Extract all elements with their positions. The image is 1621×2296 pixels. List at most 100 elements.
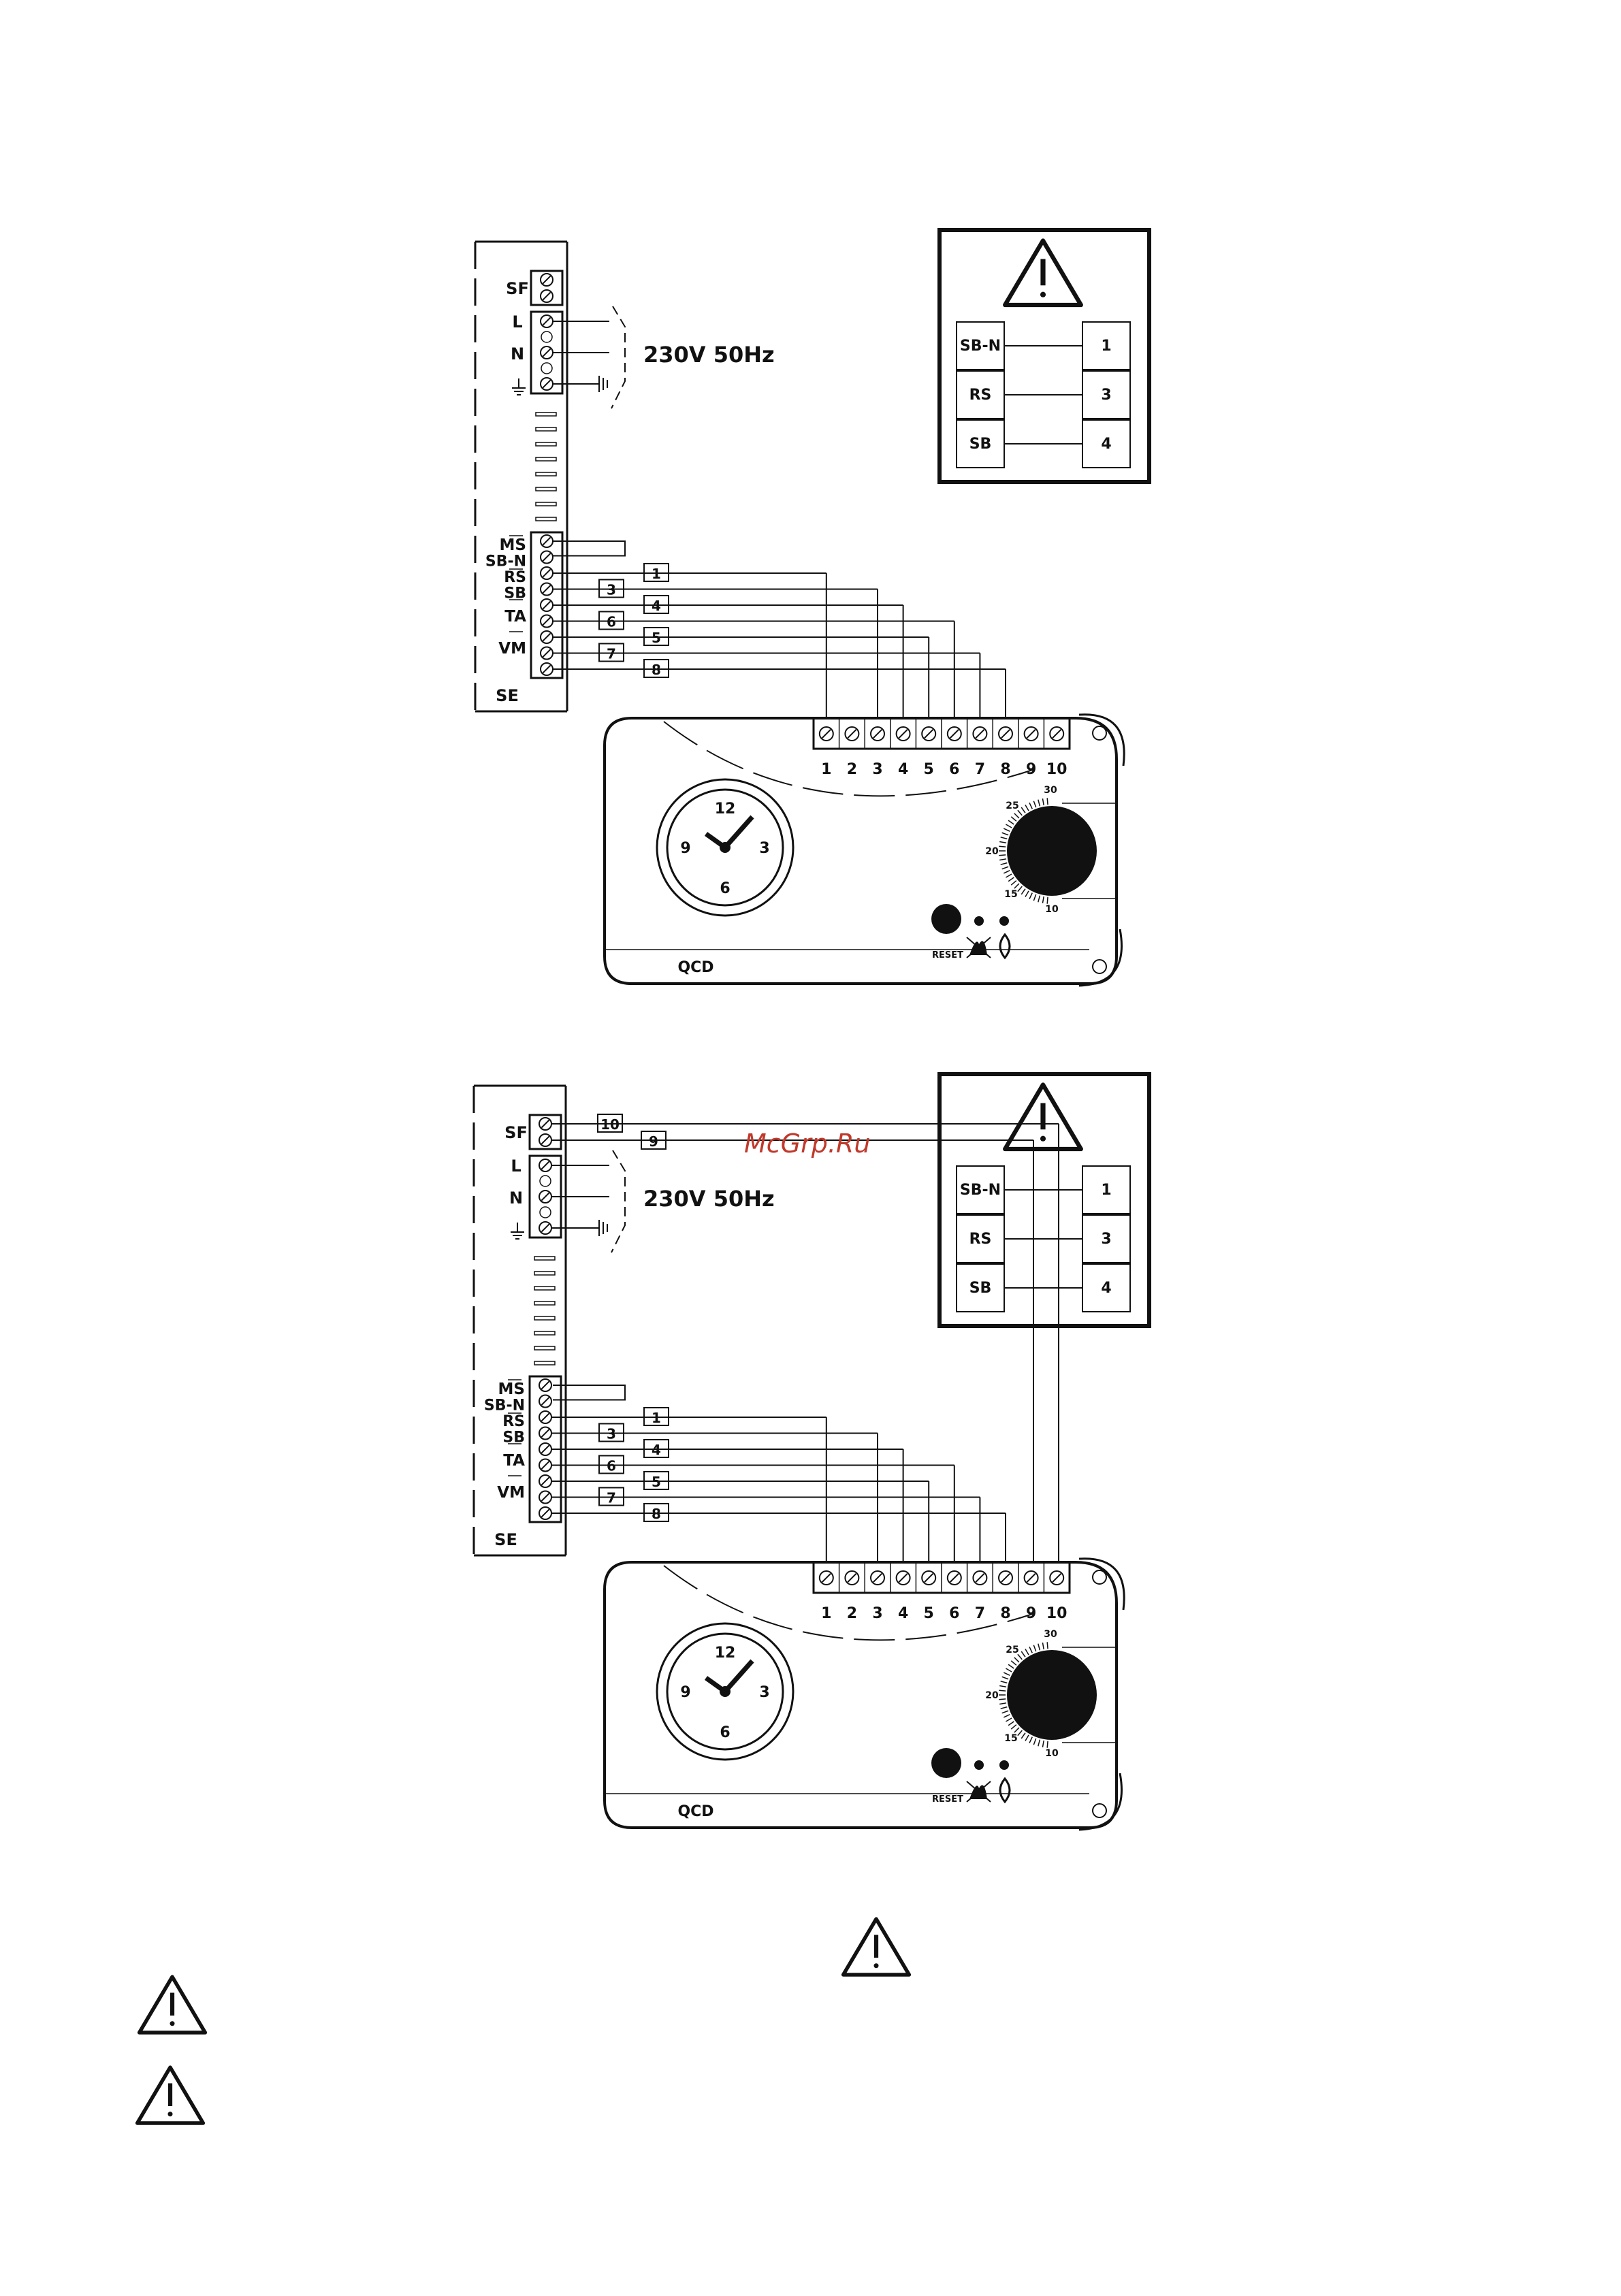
qcd-terminal-number: 8 (1000, 1605, 1010, 1622)
sf-label: SF (504, 1123, 528, 1142)
ms-jumper (553, 1385, 625, 1400)
wire-number-10: 10 (600, 1116, 620, 1133)
qcd-terminal-number: 6 (949, 1605, 959, 1622)
qcd-terminal-number: 4 (898, 1605, 908, 1622)
qcd-terminal-number: 10 (1046, 761, 1068, 778)
dial-scale-15: 15 (1004, 889, 1017, 900)
sf-label: SF (506, 279, 529, 298)
wire-number-6: 6 (607, 1458, 616, 1474)
dial-tick (1047, 1741, 1048, 1748)
unused-slot (534, 1346, 555, 1350)
led-flame (999, 916, 1009, 926)
warning-icon (138, 2067, 204, 2123)
se-label: SE (496, 686, 519, 705)
wire-number-3: 3 (607, 1426, 616, 1442)
qcd-terminal-number: 1 (821, 1605, 831, 1622)
earth-plug-symbol (599, 1220, 607, 1236)
warning-dot (873, 1963, 878, 1968)
mains-voltage-label: 230V 50Hz (643, 1186, 775, 1212)
wire-number-9: 9 (649, 1133, 658, 1150)
terminal-unused (540, 1207, 551, 1218)
terminal-label-n: N (509, 1189, 523, 1208)
wire-number-1: 1 (652, 1410, 661, 1426)
warning-row-label: SB-N (960, 1182, 1001, 1199)
terminal-label-ta: TA (503, 1452, 525, 1470)
warning-row-label: SB (969, 1280, 992, 1297)
unused-slot (534, 1272, 555, 1275)
clock-number-6: 6 (720, 880, 730, 897)
clock-number-12: 12 (715, 801, 736, 818)
warning-row-label: RS (969, 1231, 992, 1248)
unused-slot (536, 457, 556, 461)
unused-slot (536, 472, 556, 476)
terminal-label-ms: MS (498, 1380, 525, 1398)
terminal-unused (540, 1176, 551, 1186)
earth-symbol (512, 378, 526, 395)
terminal-label-n: N (511, 344, 524, 363)
qcd-terminal-number: 2 (847, 1605, 857, 1622)
wire-number-8: 8 (652, 662, 661, 678)
mains-plug-bracket (611, 306, 625, 408)
earth-plug-symbol (599, 376, 607, 392)
dial-tick (1047, 897, 1048, 904)
warning-icon (844, 1919, 910, 1975)
reset-button (931, 904, 961, 934)
thermostat-knob (1007, 1650, 1097, 1740)
clock-center (720, 842, 731, 853)
unused-slot (536, 502, 556, 506)
dial-scale-15: 15 (1004, 1733, 1017, 1744)
terminal-label-l: L (511, 1157, 521, 1176)
warning-icon (140, 1977, 206, 2033)
warning-dot (1040, 292, 1046, 297)
warning-row-label: SB-N (960, 338, 1001, 355)
warning-dot (167, 2112, 172, 2116)
unused-slot (536, 487, 556, 491)
qcd-terminal-number: 9 (1026, 761, 1036, 778)
terminal-label-sb-n: SB-N (484, 1397, 525, 1414)
qcd-terminal-number: 5 (924, 1605, 934, 1622)
terminal-label-sb-n: SB-N (485, 553, 526, 570)
terminal-label-vm: VM (498, 640, 526, 658)
qcd-terminal-number: 6 (949, 761, 959, 778)
qcd-terminal-number: 3 (872, 1605, 882, 1622)
unused-slot (536, 413, 556, 416)
unused-slot (536, 517, 556, 521)
clock-number-6: 6 (720, 1724, 730, 1741)
dial-tick (1047, 798, 1048, 805)
unused-slot (536, 442, 556, 446)
mains-voltage-label: 230V 50Hz (643, 342, 775, 368)
dial-scale-10: 10 (1045, 1748, 1059, 1759)
terminal-unused (541, 363, 552, 374)
wire-number-5: 5 (652, 630, 661, 646)
warning-table-icon (1005, 241, 1081, 306)
led-flame (999, 1760, 1009, 1770)
qcd-terminal-number: 7 (975, 761, 985, 778)
dial-scale-30: 30 (1044, 1629, 1057, 1640)
thermostat-knob (1007, 806, 1097, 896)
wire-number-8: 8 (652, 1506, 661, 1522)
clock-number-3: 3 (759, 1684, 769, 1701)
wiring-diagram-b: SESFLN230V 50HzMSSB-NRSSBTAVM12345678910… (474, 1074, 1149, 1830)
mains-plug-bracket (611, 1150, 625, 1252)
warning-row-terminal: 4 (1101, 1280, 1111, 1297)
wiring-diagram-a: SESFLN230V 50HzMSSB-NRSSBTAVM12345678910… (475, 230, 1149, 986)
warning-row-label: SB (969, 436, 992, 453)
se-label: SE (494, 1530, 517, 1549)
dial-tick (1047, 1642, 1048, 1649)
qcd-terminal-number: 5 (924, 761, 934, 778)
clock-number-9: 9 (680, 1684, 690, 1701)
unused-slot (534, 1287, 555, 1290)
qcd-label: QCD (677, 1803, 713, 1820)
dial-tick (999, 855, 1006, 856)
dial-scale-10: 10 (1045, 904, 1059, 915)
unused-slot (534, 1316, 555, 1320)
qcd-label: QCD (677, 959, 713, 976)
terminal-label-rs: RS (502, 1413, 525, 1430)
dial-scale-20: 20 (985, 846, 999, 857)
wire-number-4: 4 (652, 1442, 661, 1458)
unused-slot (534, 1257, 555, 1260)
terminal-label-ta: TA (504, 608, 526, 626)
